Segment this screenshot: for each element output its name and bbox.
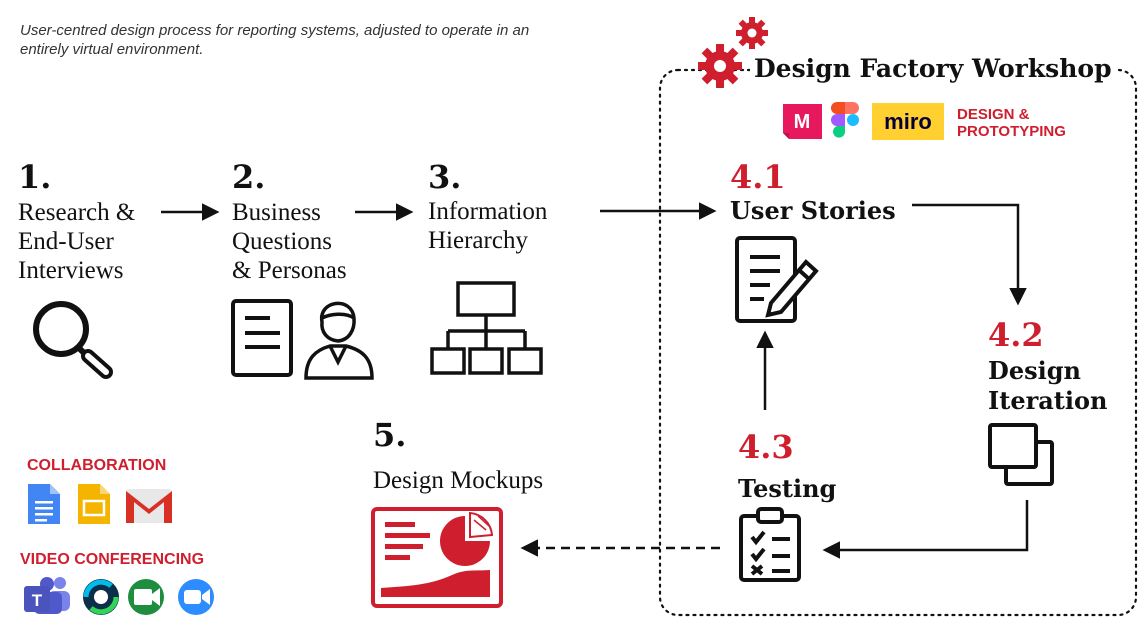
step-1-number: 1. — [18, 158, 52, 196]
workshop-boundary — [658, 68, 1138, 617]
magnifier-icon — [33, 301, 113, 379]
document-pencil-icon — [735, 236, 819, 323]
svg-text:T: T — [32, 591, 43, 610]
step-4-2-number: 4.2 — [988, 316, 1044, 354]
zoom-icon — [178, 579, 214, 615]
meet-icon — [128, 579, 164, 615]
step-1-label: Research & End-User Interviews — [18, 199, 136, 284]
figma-icon — [831, 102, 859, 138]
arrow-42-to-43 — [822, 500, 1029, 559]
design-prototyping-label: DESIGN & PROTOTYPING — [957, 106, 1066, 140]
step-4-2-label: Design Iteration — [988, 356, 1108, 415]
google-docs-icon — [28, 484, 60, 524]
clipboard-checklist-icon — [739, 507, 801, 582]
step-5-number: 5. — [373, 416, 407, 454]
gears-icon — [698, 17, 768, 88]
hierarchy-icon — [430, 281, 543, 375]
step-3-label: Information Hierarchy — [428, 198, 548, 254]
step-5-label: Design Mockups — [373, 467, 544, 494]
caption: User-centred design process for reportin… — [20, 22, 530, 58]
step-4-3-label: Testing — [738, 474, 837, 503]
document-icon — [231, 299, 293, 377]
webex-icon — [83, 579, 119, 615]
mockup-icon — [371, 507, 503, 608]
step-4-3-number: 4.3 — [738, 428, 794, 466]
person-icon — [304, 301, 374, 380]
miro-icon: miro — [872, 103, 944, 140]
workshop-title: Design Factory Workshop — [750, 55, 1116, 83]
svg-text:miro: miro — [884, 109, 932, 134]
video-conferencing-label: VIDEO CONFERENCING — [20, 551, 205, 568]
teams-icon: T — [24, 577, 70, 614]
marvel-icon: M — [783, 104, 822, 139]
step-2-number: 2. — [232, 158, 266, 196]
step-3-number: 3. — [428, 158, 462, 196]
step-4-1-label: User Stories — [730, 196, 896, 225]
step-4-1-number: 4.1 — [730, 158, 786, 196]
google-slides-icon — [78, 484, 110, 524]
collaboration-label: COLLABORATION — [27, 457, 167, 474]
arrow-41-to-42 — [912, 203, 1027, 306]
gmail-icon — [126, 489, 172, 523]
step-2-label: Business Questions & Personas — [232, 199, 347, 284]
overlapping-squares-icon — [988, 423, 1054, 486]
marvel-letter: M — [794, 111, 811, 133]
